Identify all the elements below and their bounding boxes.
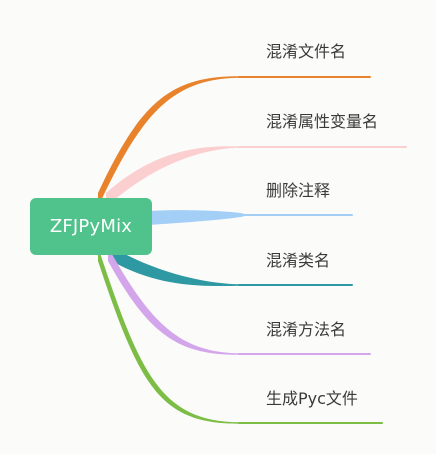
root-label: ZFJPyMix (49, 216, 133, 237)
branch-ribbon-1 (98, 76, 240, 207)
branch-label-6[interactable]: 生成Pyc文件 (266, 389, 358, 408)
branch-2 (106, 146, 407, 207)
branch-5 (108, 247, 371, 355)
branch-ribbon-5 (108, 247, 240, 355)
branch-ribbon-6 (98, 247, 240, 424)
branch-3 (148, 210, 353, 225)
branch-label-5[interactable]: 混淆方法名 (266, 320, 347, 339)
branch-6 (98, 247, 383, 424)
branch-ribbon-3 (148, 210, 244, 225)
branch-label-4[interactable]: 混淆类名 (266, 251, 331, 270)
root-node[interactable]: ZFJPyMix (30, 198, 152, 255)
branch-label-2[interactable]: 混淆属性变量名 (266, 112, 379, 131)
branch-label-1[interactable]: 混淆文件名 (266, 42, 347, 61)
branch-4 (112, 247, 353, 287)
branch-ribbon-4 (112, 247, 240, 287)
branch-1 (98, 76, 371, 207)
branch-ribbon-2 (106, 146, 240, 207)
branch-label-3[interactable]: 删除注释 (266, 181, 331, 200)
